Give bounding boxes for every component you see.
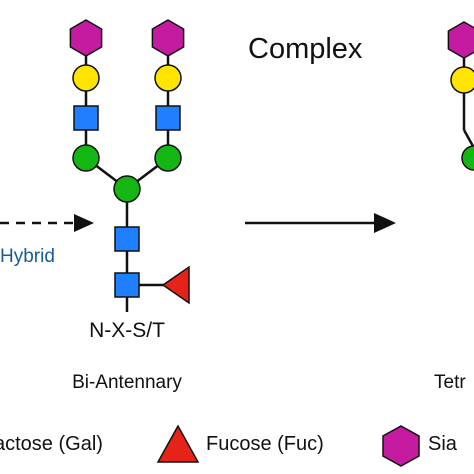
core-glcnac-square-icon bbox=[114, 226, 140, 252]
mannose-circle-icon bbox=[461, 145, 474, 171]
galactose-circle-icon bbox=[72, 64, 100, 92]
legend-sialic-acid-label: Sia bbox=[428, 433, 458, 455]
sequon-label: N-X-S/T bbox=[89, 319, 165, 342]
galactose-circle-icon bbox=[154, 64, 182, 92]
bi-antennary-label: Bi-Antennary bbox=[72, 372, 182, 393]
fucose-triangle-icon bbox=[161, 265, 190, 305]
legend: actose (Gal) Fucose (Fuc) Sia bbox=[0, 424, 458, 467]
sialic-acid-hexagon-icon bbox=[69, 19, 103, 57]
tetra-antennary-label: Tetr bbox=[434, 372, 466, 393]
mannose-circle-icon bbox=[154, 144, 182, 172]
complex-arrow bbox=[245, 213, 396, 233]
core-glcnac-square-icon bbox=[114, 272, 140, 298]
mannose-circle-icon bbox=[72, 144, 100, 172]
galactose-circle-icon bbox=[450, 66, 474, 94]
hybrid-dashed-arrow bbox=[0, 214, 94, 232]
sialic-acid-hexagon-icon bbox=[447, 21, 474, 59]
sialic-acid-hexagon-icon bbox=[151, 19, 185, 57]
glcnac-square-icon bbox=[73, 105, 99, 131]
fucose-triangle-icon bbox=[156, 424, 200, 463]
complex-label: Complex bbox=[248, 33, 363, 65]
glycan-bonds bbox=[84, 38, 474, 312]
glcnac-square-icon bbox=[155, 105, 181, 131]
hybrid-label: Hybrid bbox=[0, 246, 55, 267]
sialic-acid-hexagon-icon bbox=[382, 425, 420, 467]
core-mannose-circle-icon bbox=[113, 175, 141, 203]
legend-galactose-label: actose (Gal) bbox=[0, 433, 103, 455]
legend-fucose-label: Fucose (Fuc) bbox=[206, 433, 324, 455]
